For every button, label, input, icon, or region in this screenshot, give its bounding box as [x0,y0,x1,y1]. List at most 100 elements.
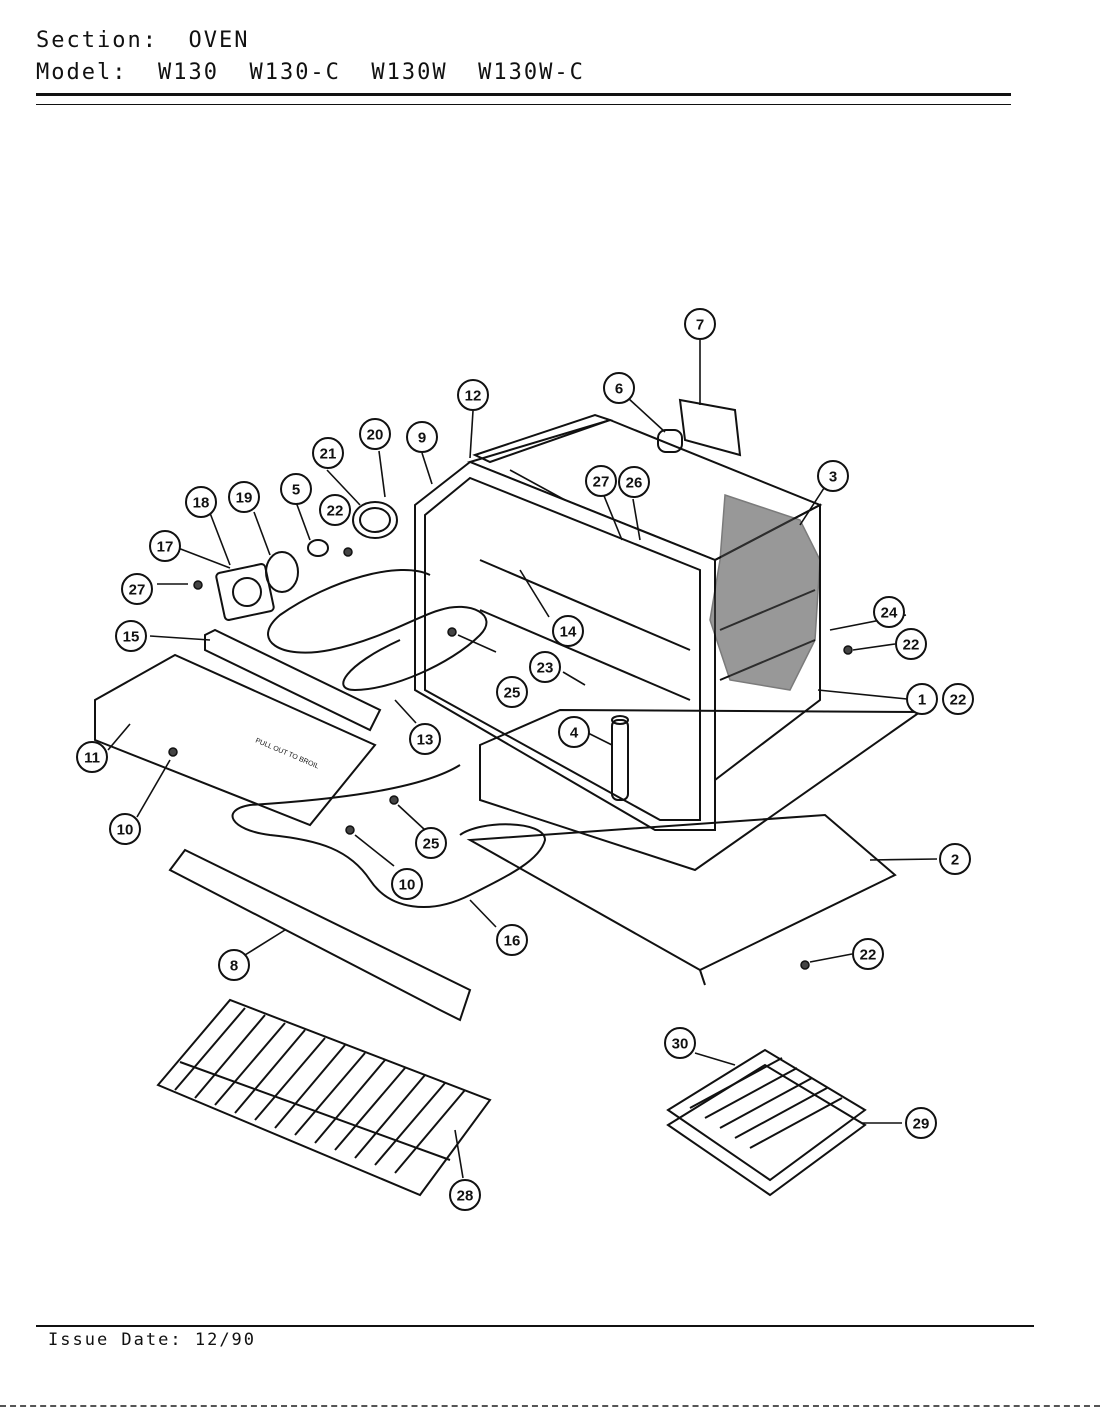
callout-2: 2 [939,843,971,875]
callout-9: 9 [406,421,438,453]
leader-lines [107,340,938,1179]
callout-number: 8 [230,958,238,975]
callout-24: 24 [873,596,905,628]
footer-rule [36,1325,1034,1327]
section-label: Section: [36,28,158,53]
callout-10: 10 [109,813,141,845]
callout-number: 25 [423,836,440,853]
callout-25: 25 [415,827,447,859]
callout-number: 22 [903,637,920,654]
section-heading: Section: OVEN [36,28,249,53]
callout-number: 3 [829,469,837,486]
trim-strip [204,628,382,732]
callout-number: 18 [193,495,210,512]
callout-number: 22 [860,947,877,964]
callout-number: 16 [504,933,521,950]
lower-trim [168,848,472,1022]
callout-20: 20 [359,418,391,450]
callout-11: 11 [76,741,108,773]
callout-number: 12 [465,388,482,405]
callout-number: 14 [560,624,577,641]
callout-number: 10 [399,877,416,894]
callout-number: 7 [696,317,704,334]
callout-21: 21 [312,437,344,469]
light-socket-plate [215,563,275,621]
callout-27: 27 [121,573,153,605]
callout-number: 20 [367,427,384,444]
light-bulb [307,539,329,557]
vent-tube [611,719,629,801]
broil-element [267,568,488,692]
callout-26: 26 [618,466,650,498]
light-ring [352,501,398,539]
header-rule-thick [36,93,1011,96]
callout-25: 25 [496,676,528,708]
callout-number: 29 [913,1116,930,1133]
callout-number: 13 [417,732,434,749]
header-rule-thin [36,104,1011,105]
callout-12: 12 [457,379,489,411]
callout-number: 15 [123,629,140,646]
callout-number: 27 [593,474,610,491]
insulation-blanket [709,493,821,691]
callout-number: 4 [570,725,579,742]
callout-number: 25 [504,685,521,702]
callout-17: 17 [149,530,181,562]
callout-number: 23 [537,660,554,677]
bottom-dashed-rule [0,1405,1100,1407]
callout-22: 22 [895,628,927,660]
callout-number: 19 [236,490,253,507]
callout-29: 29 [905,1107,937,1139]
callout-3: 3 [817,460,849,492]
callout-8: 8 [218,949,250,981]
callout-16: 16 [496,924,528,956]
callout-6: 6 [603,372,635,404]
callout-number: 22 [950,692,967,709]
callout-number: 26 [626,475,643,492]
callout-1: 1 [906,683,938,715]
callout-22: 22 [319,494,351,526]
callout-number: 1 [918,692,926,709]
callout-number: 22 [327,503,344,520]
callout-28: 28 [449,1179,481,1211]
panel-label: PULL OUT TO BROIL [254,737,320,770]
bake-element [231,764,547,908]
callout-number: 11 [84,750,100,767]
light-lens [265,551,299,593]
model-label: Model: [36,60,128,85]
oven-rack [156,998,492,1197]
callout-number: 21 [320,446,337,463]
top-flange [472,413,614,464]
sensor-bracket [678,398,742,457]
callout-22: 22 [942,683,974,715]
callout-22: 22 [852,938,884,970]
callout-number: 30 [672,1036,689,1053]
issue-date-footer: Issue Date: 12/90 [48,1330,256,1350]
callout-14: 14 [552,615,584,647]
callout-4: 4 [558,716,590,748]
lower-panel [466,813,897,972]
callout-18: 18 [185,486,217,518]
callout-10: 10 [391,868,423,900]
callout-19: 19 [228,481,260,513]
callout-7: 7 [684,308,716,340]
callout-15: 15 [115,620,147,652]
model-heading: Model: W130 W130-C W130W W130W-C [36,60,585,85]
issue-label: Issue Date: [48,1330,183,1350]
section-value: OVEN [188,28,250,53]
callout-23: 23 [529,651,561,683]
callout-number: 2 [951,852,959,869]
callout-number: 5 [292,482,300,499]
callout-30: 30 [664,1027,696,1059]
callout-number: 6 [615,381,623,398]
callout-13: 13 [409,723,441,755]
broiler-drawer-panel [94,653,377,827]
callout-number: 9 [418,430,426,447]
issue-date: 12/90 [194,1330,257,1350]
screws [168,547,853,970]
callout-number: 24 [881,605,898,622]
bottom-panel [479,708,924,872]
callout-number: 27 [129,582,146,599]
